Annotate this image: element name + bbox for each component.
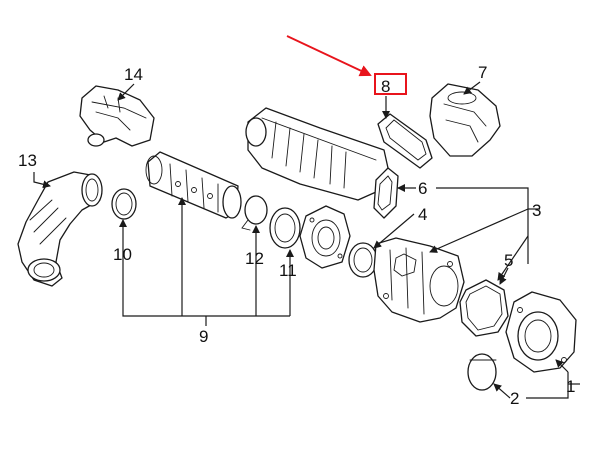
callout-11: 11 bbox=[279, 261, 297, 280]
callout-4: 4 bbox=[418, 205, 427, 224]
callout-9: 9 bbox=[199, 327, 208, 346]
part-11-coupler bbox=[269, 207, 301, 249]
callout-14: 14 bbox=[124, 65, 143, 84]
part-3-bypass-body bbox=[373, 237, 465, 323]
callout-1: 1 bbox=[566, 377, 575, 396]
part-5-gasket bbox=[459, 279, 509, 337]
throttle-body-small bbox=[299, 205, 351, 269]
part-1-throttle-body bbox=[505, 291, 577, 373]
part-2-clamp bbox=[467, 353, 497, 391]
red-pointer-arrow bbox=[286, 35, 372, 77]
callout-5: 5 bbox=[504, 251, 513, 270]
callout-labels: 1 2 3 4 5 6 7 8 9 10 11 12 13 14 bbox=[18, 63, 575, 408]
part-12-clamp bbox=[244, 195, 268, 225]
callout-7: 7 bbox=[478, 63, 487, 82]
callout-2: 2 bbox=[510, 389, 519, 408]
callout-8-highlight-box bbox=[374, 73, 407, 95]
leader-lines bbox=[33, 81, 580, 399]
part-14-sensor-bracket bbox=[79, 85, 155, 147]
callout-13: 13 bbox=[18, 151, 37, 170]
callout-3: 3 bbox=[532, 201, 541, 220]
callout-10: 10 bbox=[113, 245, 132, 264]
highlight-group bbox=[286, 35, 407, 95]
part-9-intake-tube bbox=[145, 151, 242, 219]
part-13-intake-duct bbox=[17, 171, 103, 287]
callout-8: 8 bbox=[381, 77, 390, 96]
supercharger-assembly bbox=[245, 107, 389, 201]
part-6-gasket bbox=[373, 167, 399, 219]
part-7-elbow-housing bbox=[429, 83, 501, 157]
callout-12: 12 bbox=[245, 249, 264, 268]
callout-6: 6 bbox=[418, 179, 427, 198]
part-8-gasket bbox=[377, 113, 433, 169]
